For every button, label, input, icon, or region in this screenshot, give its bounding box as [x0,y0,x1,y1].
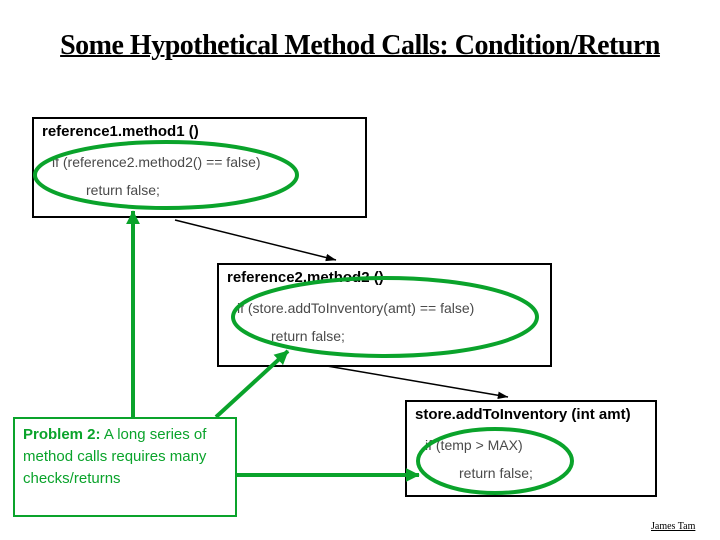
credit-text: James Tam [651,521,696,532]
inventory-if-line: if (temp > MAX) [425,437,523,453]
arrow-method2-to-inventory [326,365,509,399]
method1-if-line: if (reference2.method2() == false) [52,154,261,170]
method2-box: reference2.method2 () if (store.addToInv… [217,263,552,367]
method1-box: reference1.method1 () if (reference2.met… [32,117,367,218]
method2-if-line: if (store.addToInventory(amt) == false) [237,300,475,316]
arrow-method1-to-method2 [174,219,337,262]
method1-return-line: return false; [86,182,160,198]
problem-text: Problem 2: A long series of method calls… [23,426,207,487]
inventory-header: store.addToInventory (int amt) [415,406,631,423]
method2-header: reference2.method2 () [227,269,384,286]
problem-box: Problem 2: A long series of method calls… [13,417,237,517]
slide-title: Some Hypothetical Method Calls: Conditio… [60,30,660,61]
method1-header: reference1.method1 () [42,123,199,140]
method2-return-line: return false; [271,328,345,344]
inventory-box: store.addToInventory (int amt) if (temp … [405,400,657,497]
problem-label: Problem 2: [23,426,101,443]
inventory-return-line: return false; [459,465,533,481]
